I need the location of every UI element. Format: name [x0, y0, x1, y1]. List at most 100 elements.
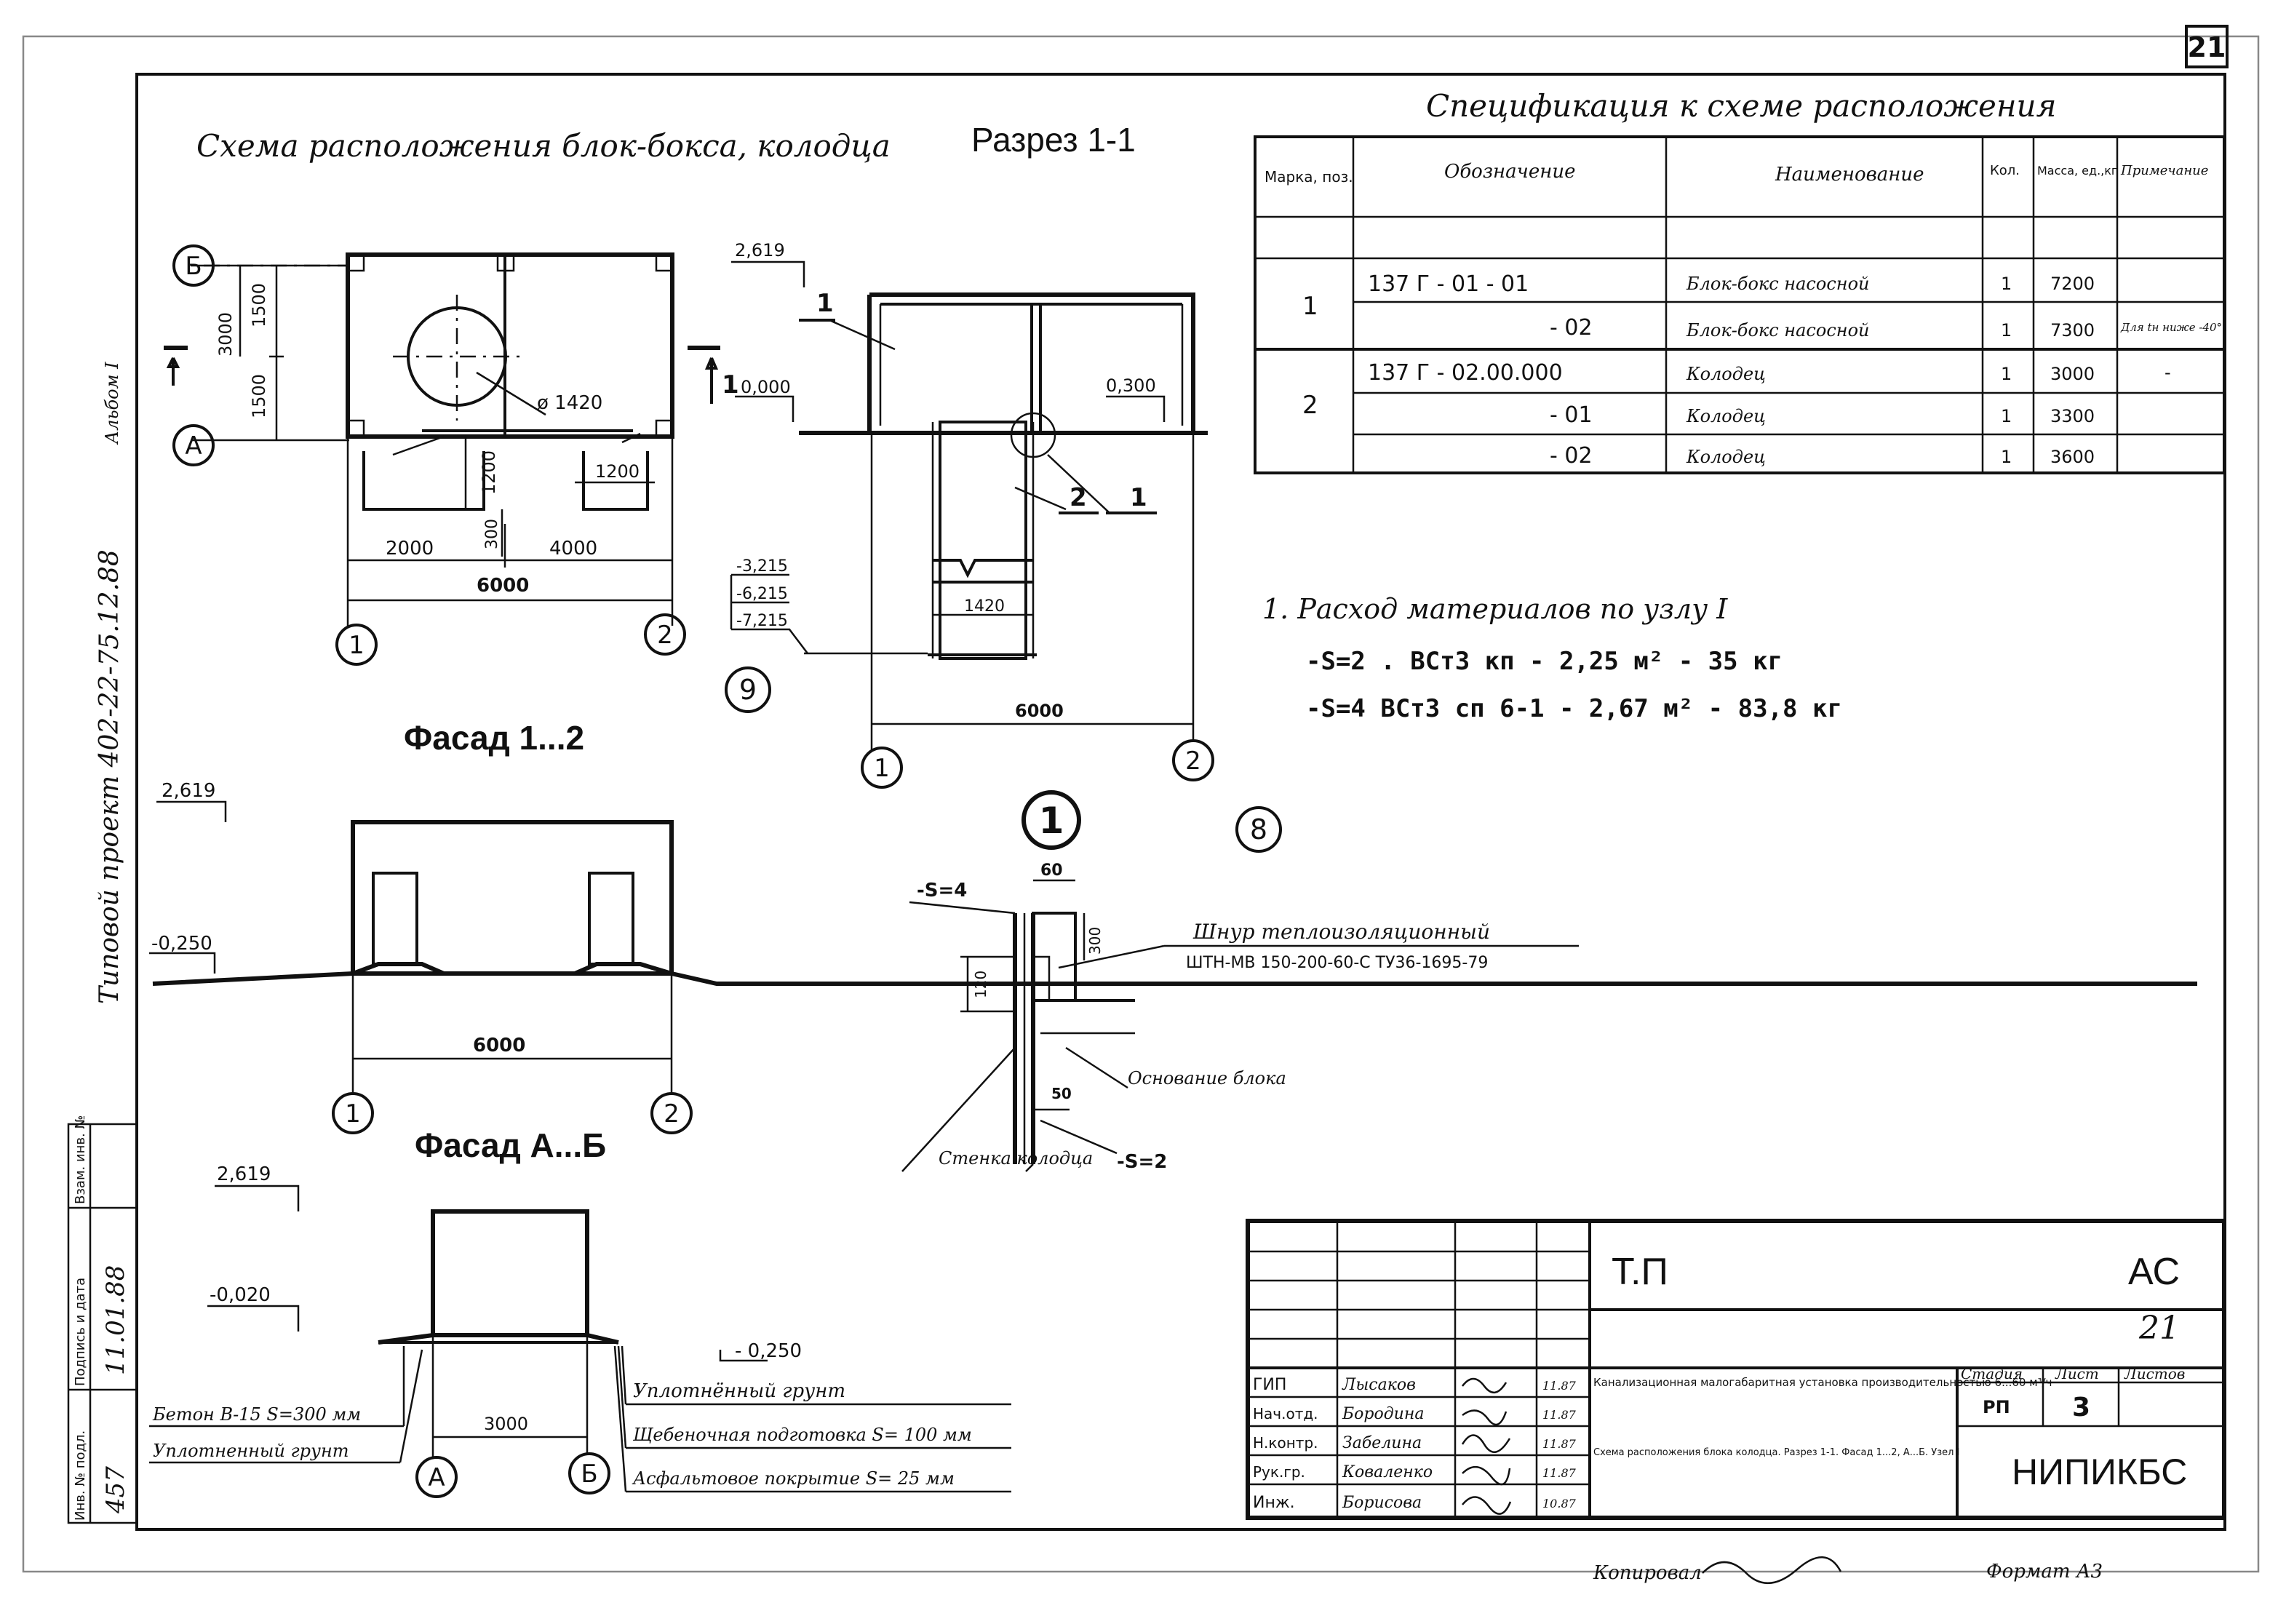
stamp-stage-header: Стадия	[1961, 1365, 2023, 1382]
note-1: 1. Расход материалов по узлу I	[1262, 593, 1728, 625]
sheet-number: 21	[2188, 31, 2226, 63]
spec-row3-name: Колодец	[1686, 364, 1766, 384]
stamp-date-1: 11.87	[1542, 1379, 1577, 1393]
spec-header-mark: Марка, поз.	[1265, 168, 1353, 186]
node-detail: 1 8 -S=4 60 300 120 50 Шнур теплоизоляци…	[901, 790, 1579, 1173]
axis-1-label: 1	[349, 631, 365, 660]
node-dim-300: 300	[1086, 927, 1104, 955]
side-stamp: Типовой проект 402-22-75.12.88 Альбом I …	[67, 362, 138, 1524]
axis-a-label: А	[185, 431, 202, 461]
circle-9	[725, 666, 771, 713]
plan-dim-1500-lower: 1500	[249, 374, 269, 418]
section-level-m3215: -3,215	[736, 557, 788, 576]
node-circle-1	[1022, 790, 1081, 850]
spec-row1-code: 137 Г - 01 - 01	[1368, 271, 1529, 297]
well-circle	[407, 306, 507, 407]
node-cord-label: Шнур теплоизоляционный	[1192, 920, 1490, 944]
spec-row3-mark: 2	[1302, 391, 1318, 420]
stamp-date-4: 11.87	[1542, 1466, 1577, 1480]
spec-row5-mass: 3600	[2050, 447, 2095, 467]
spec-header-note: Примечание	[2120, 163, 2208, 178]
side-stamp-box	[67, 1123, 138, 1524]
facade-ab-soil-right-label: Уплотнённый грунт	[633, 1380, 845, 1402]
facade-ab-axis-a-label: А	[428, 1463, 445, 1492]
plan-dim-3000: 3000	[215, 312, 236, 357]
spec-row1-qty: 1	[2001, 274, 2012, 294]
facade-ab-axis-b-bubble	[568, 1452, 610, 1494]
axis-b-bubble	[172, 244, 215, 287]
outer-frame	[22, 35, 2260, 1573]
facade-12-dim-6000: 6000	[473, 1035, 525, 1056]
section-level-0300: 0,300	[1106, 375, 1156, 396]
section-level-2619: 2,619	[735, 240, 785, 260]
well-shaft	[939, 421, 1027, 660]
sign-date: 11.01.88	[101, 1265, 130, 1375]
spec-header-name: Наименование	[1775, 164, 1924, 186]
spec-row2-qty: 1	[2001, 320, 2012, 341]
stamp-code-left: Т.П	[1612, 1251, 1668, 1293]
stamp-sheet-title: Схема расположения блока колодца. Разрез…	[1593, 1447, 1959, 1458]
node-s4: -S=4	[917, 880, 967, 901]
spec-row4-mass: 3300	[2050, 406, 2095, 426]
album-label: Альбом I	[102, 362, 122, 445]
spec-row2-mass: 7300	[2050, 320, 2095, 341]
sheet-number-box	[2185, 25, 2229, 68]
stamp-role-2: Нач.отд.	[1253, 1405, 1318, 1422]
cut-mark-label: 1	[722, 370, 739, 399]
facade-ab-level-2619: 2,619	[217, 1163, 271, 1185]
spec-row4-name: Колодец	[1686, 406, 1766, 426]
plan-dim-2000: 2000	[386, 538, 434, 560]
stamp-role-4: Рук.гр.	[1253, 1463, 1305, 1481]
section-title: Разрез 1-1	[971, 121, 1136, 159]
facade-12-axis-2-bubble	[650, 1092, 693, 1134]
footer-copied: Копировал	[1593, 1562, 1702, 1584]
note-3: -S=4 ВСт3 сп 6-1 - 2,67 м² - 83,8 кг	[1306, 694, 1842, 723]
plan-view: ø 1420 1500 1500 3000 1200 300 1200 2000…	[164, 244, 739, 666]
spec-row5-code: - 02	[1550, 443, 1593, 469]
spec-header-qty: Кол.	[1990, 163, 2020, 178]
facade-ab-view: 2,619 -0,020 - 0,250 3000 А Б Бетон В-15…	[149, 1163, 1011, 1498]
facade-12-box	[351, 820, 674, 976]
section-view: 2,619 1 0,000 0,300 -3,215 -6,215 -7,215…	[725, 240, 1214, 789]
stamp-sheet-hand: 21	[2138, 1310, 2180, 1347]
axis-a-bubble	[172, 424, 215, 466]
inv-label: Инв. № подл.	[73, 1430, 88, 1521]
node-circle-1-label: 1	[1039, 800, 1064, 842]
node-callout-circle	[1010, 412, 1056, 458]
section-axis-1-label: 1	[874, 754, 890, 783]
notes: 1. Расход материалов по узлу I -S=2 . ВС…	[1262, 593, 1842, 723]
axis-2-bubble	[644, 613, 686, 656]
facade-12-level-m0250: -0,250	[151, 933, 212, 955]
node-s2: -S=2	[1117, 1151, 1167, 1173]
spec-row5-name: Колодец	[1686, 447, 1766, 467]
spec-row3-qty: 1	[2001, 364, 2012, 384]
plan-dim-4000: 4000	[549, 538, 597, 560]
facade-12-axis-2-label: 2	[664, 1099, 680, 1129]
facade-ab-dim-3000: 3000	[484, 1414, 528, 1434]
facade-ab-soil-left-label: Уплотненный грунт	[153, 1441, 349, 1461]
stamp-name-3: Забелина	[1342, 1434, 1422, 1452]
facade-ab-axis-a-bubble	[415, 1456, 458, 1498]
section-leader-1-right: 1	[1130, 483, 1147, 512]
node-circle-8-label: 8	[1250, 813, 1267, 845]
stamp-name-4: Коваленко	[1342, 1463, 1433, 1481]
stamp-name-2: Бородина	[1342, 1405, 1424, 1423]
facade-ab-level-m0020: -0,020	[210, 1284, 271, 1306]
facade-12-view: 2,619 -0,250 6000 1 2	[149, 780, 2197, 1134]
stamp-sheets-header: Листов	[2124, 1365, 2185, 1382]
block-box-outline	[346, 252, 674, 439]
axis-2-label: 2	[657, 621, 673, 650]
stamp-sheet-value: 3	[2072, 1393, 2090, 1422]
stamp-stage-value: РП	[1983, 1397, 2010, 1417]
project-code: Типовой проект 402-22-75.12.88	[95, 549, 124, 1004]
stamp-name-1: Лысаков	[1342, 1376, 1416, 1394]
facade-12-title: Фасад 1...2	[404, 719, 584, 757]
section-axis-1-bubble	[861, 747, 903, 789]
spec-header-mass: Масса, ед.,кг	[2037, 164, 2117, 178]
facade-ab-asphalt-label: Асфальтовое покрытие S= 25 мм	[632, 1468, 955, 1489]
stamp-organization: НИПИКБС	[2012, 1452, 2187, 1492]
spec-row2-code: - 02	[1550, 315, 1593, 341]
section-level-m7215: -7,215	[736, 612, 788, 630]
axis-1-bubble	[335, 624, 378, 666]
stamp-code-right: АС	[2128, 1251, 2180, 1293]
